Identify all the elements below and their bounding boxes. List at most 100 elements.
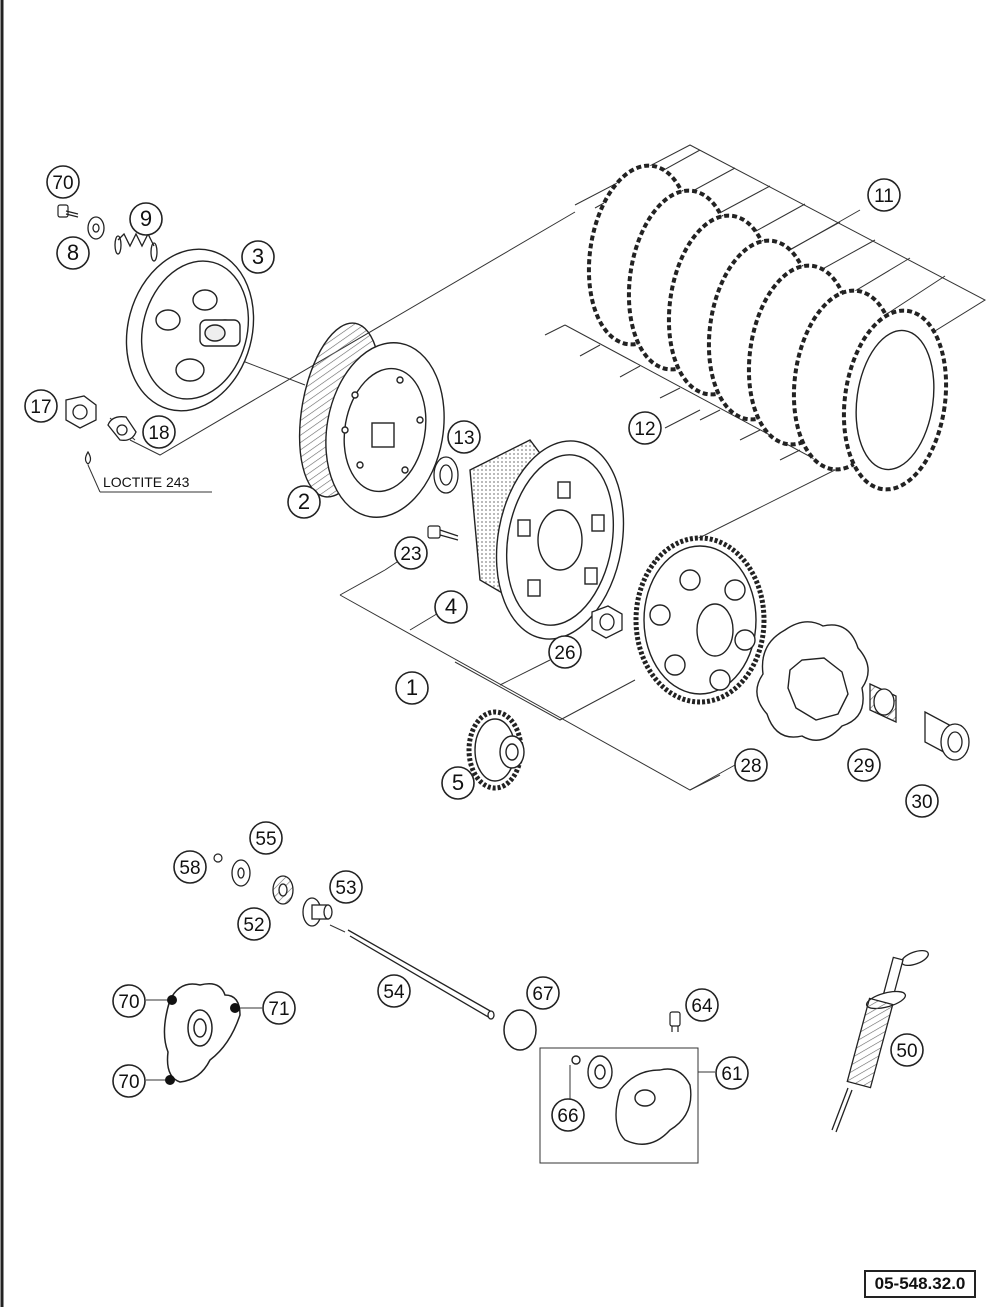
callout-circle [241, 240, 275, 274]
callout-11: 11 [867, 178, 901, 212]
bolt-70-part [57, 204, 79, 218]
lock-washer-18-part [107, 416, 137, 441]
callout-circle [447, 420, 481, 454]
bolt-hole-70-top-icon [167, 995, 177, 1005]
callout-13: 13 [447, 420, 481, 454]
callout-circle [395, 671, 429, 705]
callout-circle [173, 850, 207, 884]
callout-50: 50 [890, 1033, 924, 1067]
bolt-hole-71-icon [230, 1003, 240, 1013]
callout-circle [867, 178, 901, 212]
callout-circle [112, 984, 146, 1018]
loctite-label: LOCTITE 243 [103, 474, 190, 490]
spring-9-part [114, 232, 158, 262]
callout-label: 12 [634, 419, 655, 440]
callout-5: 5 [441, 766, 475, 800]
o-ring-67-part [503, 1009, 537, 1051]
needle-bearing-29-part [869, 682, 897, 724]
callout-label: 30 [911, 792, 932, 813]
ring-58-part [213, 853, 223, 863]
callout-label: 70 [118, 1072, 139, 1093]
outer-basket-4-part [469, 439, 625, 640]
screw-64-part [669, 1011, 681, 1032]
callout-label: 66 [557, 1106, 578, 1127]
callout-circle [237, 907, 271, 941]
callout-circle [249, 821, 283, 855]
callout-circle [526, 976, 560, 1010]
callout-28: 28 [734, 748, 768, 782]
callout-label: 17 [30, 397, 51, 418]
callout-70: 70 [46, 165, 80, 199]
callout-circle [628, 411, 662, 445]
callout-label: 18 [148, 423, 169, 444]
callout-2: 2 [287, 485, 321, 519]
callout-55: 55 [249, 821, 283, 855]
nut-17-part [65, 395, 97, 429]
callout-circle [434, 590, 468, 624]
callout-3: 3 [241, 240, 275, 274]
callout-circle [551, 1098, 585, 1132]
callout-circle [394, 536, 428, 570]
callout-label: 71 [268, 999, 289, 1020]
callout-label: 8 [67, 240, 79, 265]
callout-label: 2 [298, 489, 310, 514]
callout-circle [715, 1056, 749, 1090]
callout-label: 13 [453, 428, 474, 449]
callout-9: 9 [129, 202, 163, 236]
slave-cylinder-cover-part [163, 983, 241, 1083]
callout-53: 53 [329, 870, 363, 904]
callout-label: 3 [252, 244, 264, 269]
gear-5-part [466, 709, 525, 791]
callout-label: 11 [874, 186, 894, 207]
callout-label: 1 [406, 675, 418, 700]
callout-label: 55 [255, 829, 276, 850]
loctite-drop-icon [84, 450, 92, 465]
callout-label: 9 [140, 206, 152, 231]
callout-54: 54 [377, 974, 411, 1008]
callout-70b: 70 [112, 984, 146, 1018]
washer-8-part [87, 216, 105, 240]
callout-label: 53 [335, 878, 356, 899]
callout-1: 1 [395, 671, 429, 705]
push-piece-53-part [302, 897, 333, 927]
callout-4: 4 [434, 590, 468, 624]
callout-18: 18 [142, 415, 176, 449]
callout-label: 4 [445, 594, 457, 619]
callout-circle [24, 389, 58, 423]
callout-label: 54 [383, 982, 405, 1003]
callout-66: 66 [551, 1098, 585, 1132]
callout-circle [377, 974, 411, 1008]
callout-70c: 70 [112, 1064, 146, 1098]
callout-61: 61 [715, 1056, 749, 1090]
callout-circle [112, 1064, 146, 1098]
callout-label: 28 [740, 756, 761, 777]
callout-label: 50 [896, 1041, 917, 1062]
callout-circle [685, 988, 719, 1022]
callout-17: 17 [24, 389, 58, 423]
primary-gear-part [633, 535, 767, 705]
callout-circle [441, 766, 475, 800]
callout-label: 23 [400, 544, 421, 565]
callout-30: 30 [905, 784, 939, 818]
callout-circle [287, 485, 321, 519]
callout-label: 70 [118, 992, 139, 1013]
inner-hub-2-part [298, 322, 445, 518]
callout-12: 12 [628, 411, 662, 445]
callout-circle [129, 202, 163, 236]
syringe-50-part [831, 949, 929, 1133]
callout-label: 26 [554, 643, 575, 664]
callout-64: 64 [685, 988, 719, 1022]
clutch-plates-stack-part [586, 163, 949, 492]
callout-label: 64 [691, 996, 713, 1017]
document-number: 05-548.32.0 [864, 1270, 976, 1298]
callout-circle [329, 870, 363, 904]
callout-label: 29 [853, 756, 874, 777]
leader-lines [87, 144, 987, 1164]
bushing-26-part [591, 605, 623, 639]
bolt-23-part [427, 525, 459, 541]
pressure-plate-3-part [125, 248, 255, 412]
callout-circle [905, 784, 939, 818]
callout-67: 67 [526, 976, 560, 1010]
callout-label: 58 [179, 858, 200, 879]
